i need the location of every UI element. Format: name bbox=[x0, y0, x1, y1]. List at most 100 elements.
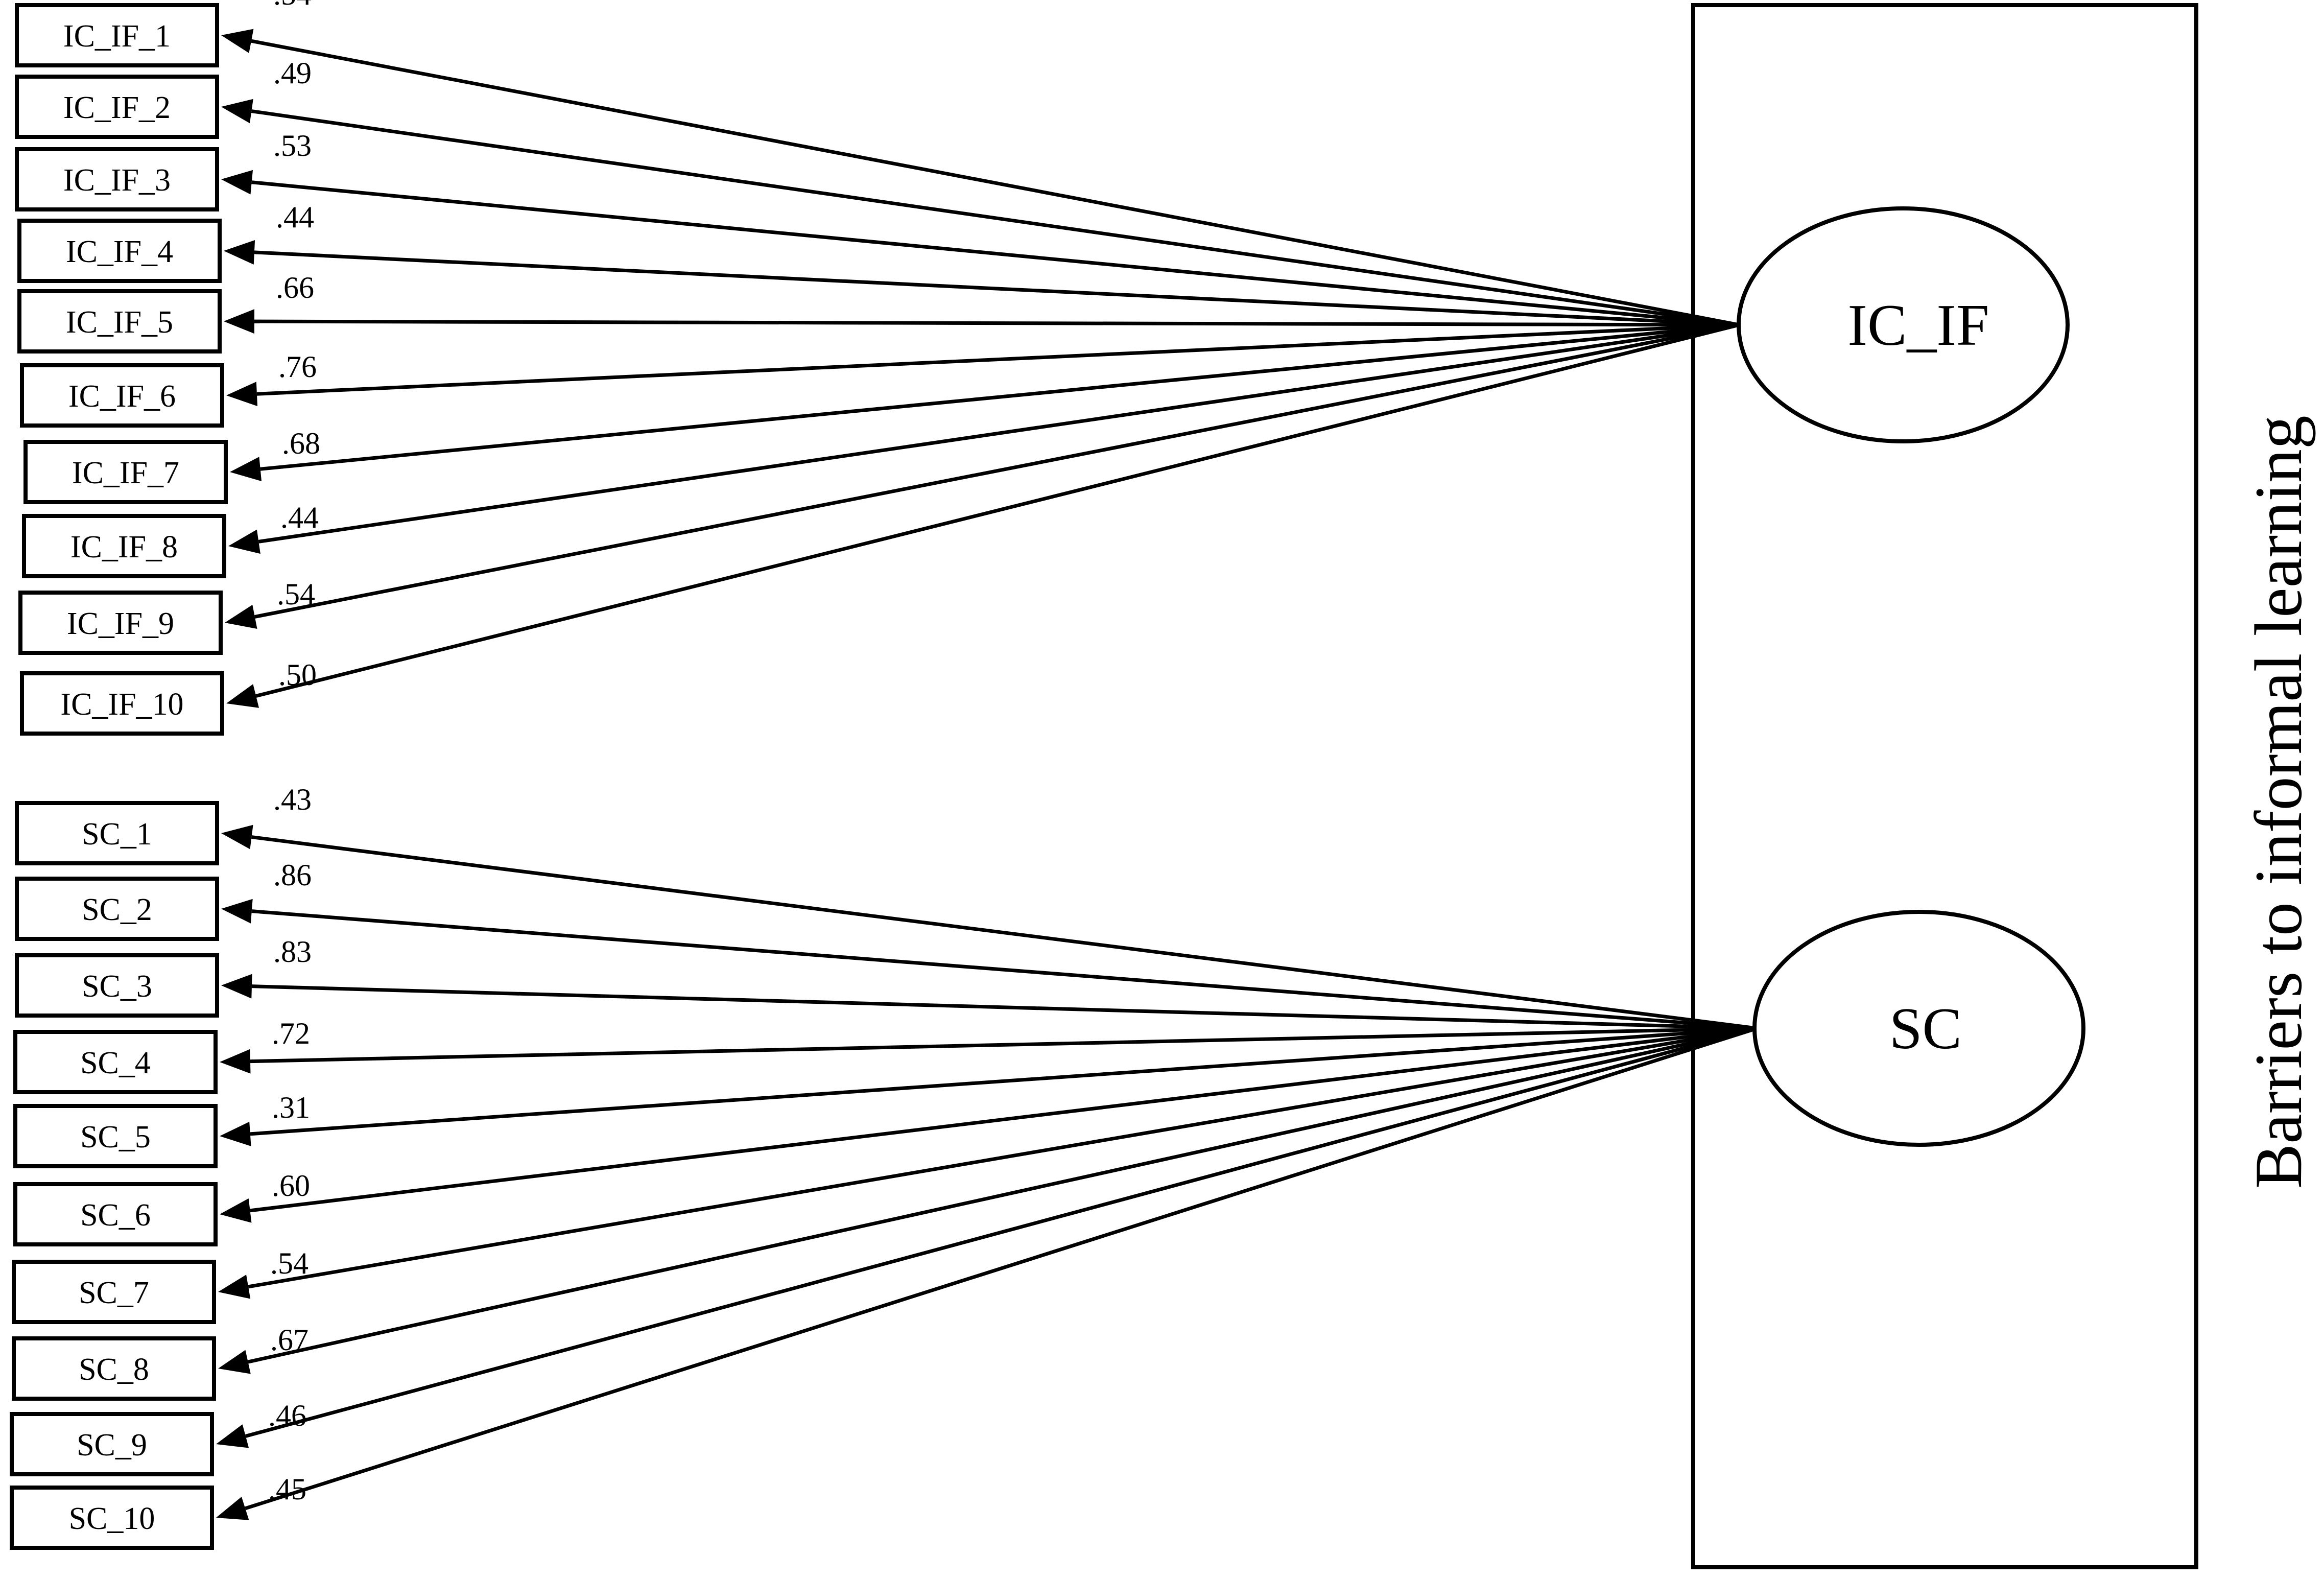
factor-ic-if-ellipse bbox=[1737, 206, 2070, 443]
indicator-box bbox=[13, 1030, 218, 1094]
indicator-sc-9: SC_9 bbox=[10, 1412, 214, 1476]
construct-frame bbox=[1691, 3, 2198, 1569]
indicator-sc-3: SC_3 bbox=[15, 953, 219, 1018]
indicator-sc-8: SC_8 bbox=[12, 1336, 216, 1401]
loading-ic-if-5: .66 bbox=[276, 271, 314, 304]
path-line-sc-1 bbox=[251, 835, 1758, 1030]
arrowhead-sc-8 bbox=[218, 1350, 251, 1374]
indicator-boxes: IC_IF_1IC_IF_2IC_IF_3IC_IF_4IC_IF_5IC_IF… bbox=[10, 3, 228, 1550]
indicator-label: IC_IF_1 bbox=[63, 19, 171, 54]
indicator-ic-if-1: IC_IF_1 bbox=[15, 3, 219, 67]
path-line-ic-if-9 bbox=[254, 323, 1740, 619]
indicator-box bbox=[20, 363, 224, 428]
path-line-sc-3 bbox=[251, 984, 1758, 1030]
indicator-label: IC_IF_2 bbox=[63, 90, 171, 125]
indicator-ic-if-6: IC_IF_6 bbox=[20, 363, 224, 428]
arrowhead-ic-if-3 bbox=[221, 170, 253, 195]
path-line-ic-if-5 bbox=[254, 319, 1740, 327]
indicator-sc-5: SC_5 bbox=[13, 1104, 218, 1168]
loading-ic-if-2: .49 bbox=[273, 56, 312, 90]
arrowhead-ic-if-7 bbox=[230, 457, 262, 482]
arrowhead-sc-7 bbox=[218, 1275, 251, 1299]
path-line-ic-if-10 bbox=[255, 323, 1740, 698]
indicator-box bbox=[20, 671, 224, 736]
indicator-label: IC_IF_4 bbox=[66, 234, 173, 269]
arrowhead-ic-if-9 bbox=[225, 604, 257, 629]
indicator-box bbox=[13, 1104, 218, 1168]
loading-sc-3: .83 bbox=[273, 935, 312, 969]
factor-ic-if-label: IC_IF bbox=[1847, 293, 1989, 358]
factor-sc-label: SC bbox=[1889, 996, 1962, 1062]
indicator-box bbox=[17, 219, 222, 283]
path-line-ic-if-8 bbox=[258, 323, 1740, 544]
indicator-sc-6: SC_6 bbox=[13, 1182, 218, 1246]
indicator-label: SC_8 bbox=[79, 1352, 149, 1387]
indicator-box bbox=[10, 1412, 214, 1476]
construct-title: Barriers to informal learning bbox=[2241, 415, 2316, 1189]
indicator-label: SC_4 bbox=[80, 1046, 151, 1080]
loading-paths bbox=[216, 29, 1758, 1520]
indicator-label: SC_2 bbox=[82, 892, 152, 927]
factor-sc-ellipse bbox=[1752, 910, 2085, 1147]
indicator-label: IC_IF_8 bbox=[70, 530, 178, 564]
path-line-sc-9 bbox=[245, 1026, 1758, 1438]
indicator-ic-if-7: IC_IF_7 bbox=[23, 440, 228, 504]
loading-sc-1: .43 bbox=[273, 783, 312, 816]
indicator-label: IC_IF_5 bbox=[66, 305, 173, 340]
arrowhead-sc-5 bbox=[220, 1121, 251, 1146]
indicator-label: SC_5 bbox=[80, 1120, 151, 1154]
indicator-ic-if-10: IC_IF_10 bbox=[20, 671, 224, 736]
indicator-box bbox=[15, 3, 219, 67]
loading-ic-if-6: .76 bbox=[278, 350, 317, 384]
indicator-sc-7: SC_7 bbox=[12, 1260, 216, 1324]
indicator-label: IC_IF_7 bbox=[72, 456, 179, 490]
loading-ic-if-9: .54 bbox=[277, 577, 315, 611]
indicator-label: SC_7 bbox=[79, 1276, 149, 1310]
path-line-ic-if-7 bbox=[260, 323, 1740, 471]
indicator-label: IC_IF_6 bbox=[68, 379, 176, 414]
path-line-sc-8 bbox=[247, 1026, 1758, 1364]
indicator-box bbox=[15, 147, 219, 211]
indicator-label: SC_10 bbox=[69, 1501, 155, 1536]
factor-ic-if: IC_IF bbox=[1737, 206, 2070, 443]
indicator-ic-if-4: IC_IF_4 bbox=[17, 219, 222, 283]
arrowhead-ic-if-6 bbox=[226, 382, 258, 407]
arrowhead-ic-if-1 bbox=[221, 29, 254, 53]
indicator-ic-if-9: IC_IF_9 bbox=[18, 591, 223, 655]
indicator-box bbox=[15, 801, 219, 865]
indicator-box bbox=[15, 877, 219, 941]
arrowhead-ic-if-4 bbox=[224, 240, 255, 265]
indicator-label: SC_9 bbox=[77, 1428, 147, 1463]
indicator-ic-if-8: IC_IF_8 bbox=[22, 514, 226, 578]
loading-sc-9: .46 bbox=[268, 1399, 306, 1432]
path-line-ic-if-6 bbox=[256, 323, 1740, 396]
path-line-sc-7 bbox=[248, 1026, 1758, 1289]
loading-labels: .54.49.53.44.66.76.68.44.54.50.43.86.83.… bbox=[268, 0, 320, 1506]
indicator-sc-10: SC_10 bbox=[10, 1486, 214, 1550]
path-line-ic-if-2 bbox=[251, 109, 1740, 327]
loading-ic-if-7: .68 bbox=[282, 427, 320, 460]
indicator-box bbox=[13, 1182, 218, 1246]
path-line-sc-6 bbox=[250, 1026, 1758, 1213]
loading-ic-if-4: .44 bbox=[276, 200, 314, 234]
arrowhead-sc-4 bbox=[220, 1049, 251, 1074]
loading-sc-5: .31 bbox=[272, 1091, 310, 1124]
indicator-label: SC_3 bbox=[82, 969, 152, 1004]
loading-sc-2: .86 bbox=[273, 858, 312, 892]
indicator-box bbox=[15, 953, 219, 1018]
indicator-ic-if-5: IC_IF_5 bbox=[17, 289, 222, 353]
arrowhead-ic-if-5 bbox=[224, 309, 255, 334]
path-line-ic-if-1 bbox=[251, 39, 1740, 327]
indicator-box bbox=[23, 440, 228, 504]
path-line-sc-2 bbox=[251, 909, 1758, 1030]
indicator-label: SC_6 bbox=[80, 1198, 151, 1233]
loading-ic-if-3: .53 bbox=[273, 129, 312, 162]
arrowhead-sc-2 bbox=[221, 899, 253, 924]
indicator-sc-2: SC_2 bbox=[15, 877, 219, 941]
indicator-box bbox=[22, 514, 226, 578]
indicator-sc-1: SC_1 bbox=[15, 801, 219, 865]
arrowhead-sc-3 bbox=[221, 974, 252, 999]
arrowhead-ic-if-2 bbox=[221, 99, 253, 124]
arrowhead-ic-if-10 bbox=[226, 684, 259, 708]
indicator-label: SC_1 bbox=[82, 817, 152, 852]
